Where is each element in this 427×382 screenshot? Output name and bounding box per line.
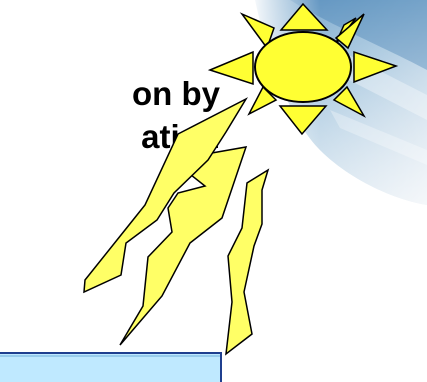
water-surface xyxy=(0,353,221,382)
lightning-ray-icon xyxy=(226,170,268,354)
sun-icon xyxy=(210,4,396,134)
